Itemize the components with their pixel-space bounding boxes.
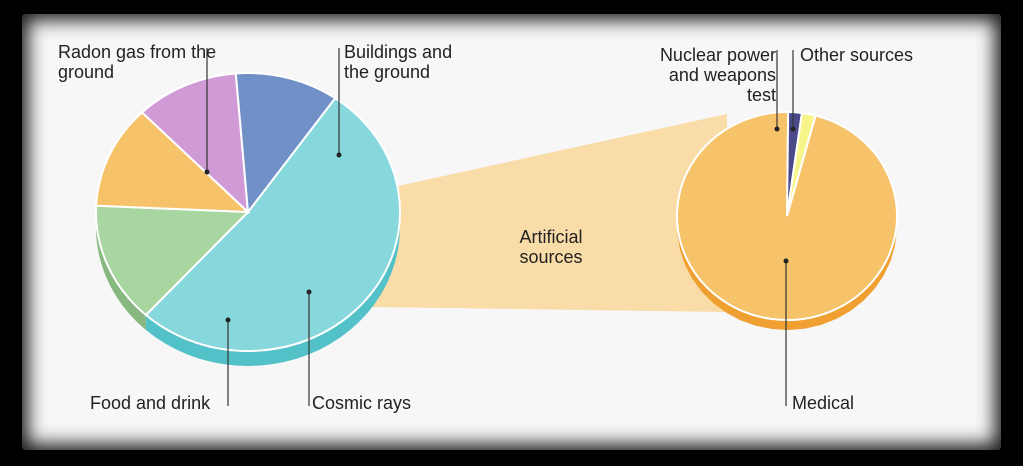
zoom-connector (372, 114, 727, 312)
label-radon: Radon gas from the ground (58, 42, 217, 82)
main-pie-slice-1 (95, 204, 251, 317)
main-pie-side-0 (145, 214, 400, 366)
chart-svg (95, 48, 898, 406)
leader-dot-buildings (336, 152, 342, 158)
leader-dot-cosmic-rays (306, 289, 312, 295)
label-buildings: Buildings and the ground (344, 42, 453, 82)
label-other-sources: Other sources (800, 45, 914, 65)
main-pie-slice-0 (144, 96, 401, 352)
chart-frame: Radon gas from the ground Buildings and … (22, 14, 1001, 450)
main-pie-slice-4 (234, 72, 337, 215)
leader-dot-food-drink (225, 317, 231, 323)
label-food-drink: Food and drink (90, 393, 211, 413)
detail-pie-slice-2 (786, 111, 817, 217)
main-pie-slice-2 (95, 110, 251, 214)
label-cosmic-rays: Cosmic rays (312, 393, 412, 413)
main-pie-side-1 (96, 211, 146, 330)
label-medical: Medical (792, 393, 855, 413)
leader-dot-nuclear-power (774, 126, 780, 132)
label-nuclear-power: Nuclear power and weapons test (659, 45, 776, 105)
leader-dot-radon (204, 169, 210, 175)
leader-dot-medical (783, 258, 789, 264)
label-artificial-sources: Artificial sources (519, 227, 583, 267)
main-pie-slice-3 (140, 72, 250, 215)
leader-dot-other-sources (790, 126, 796, 132)
